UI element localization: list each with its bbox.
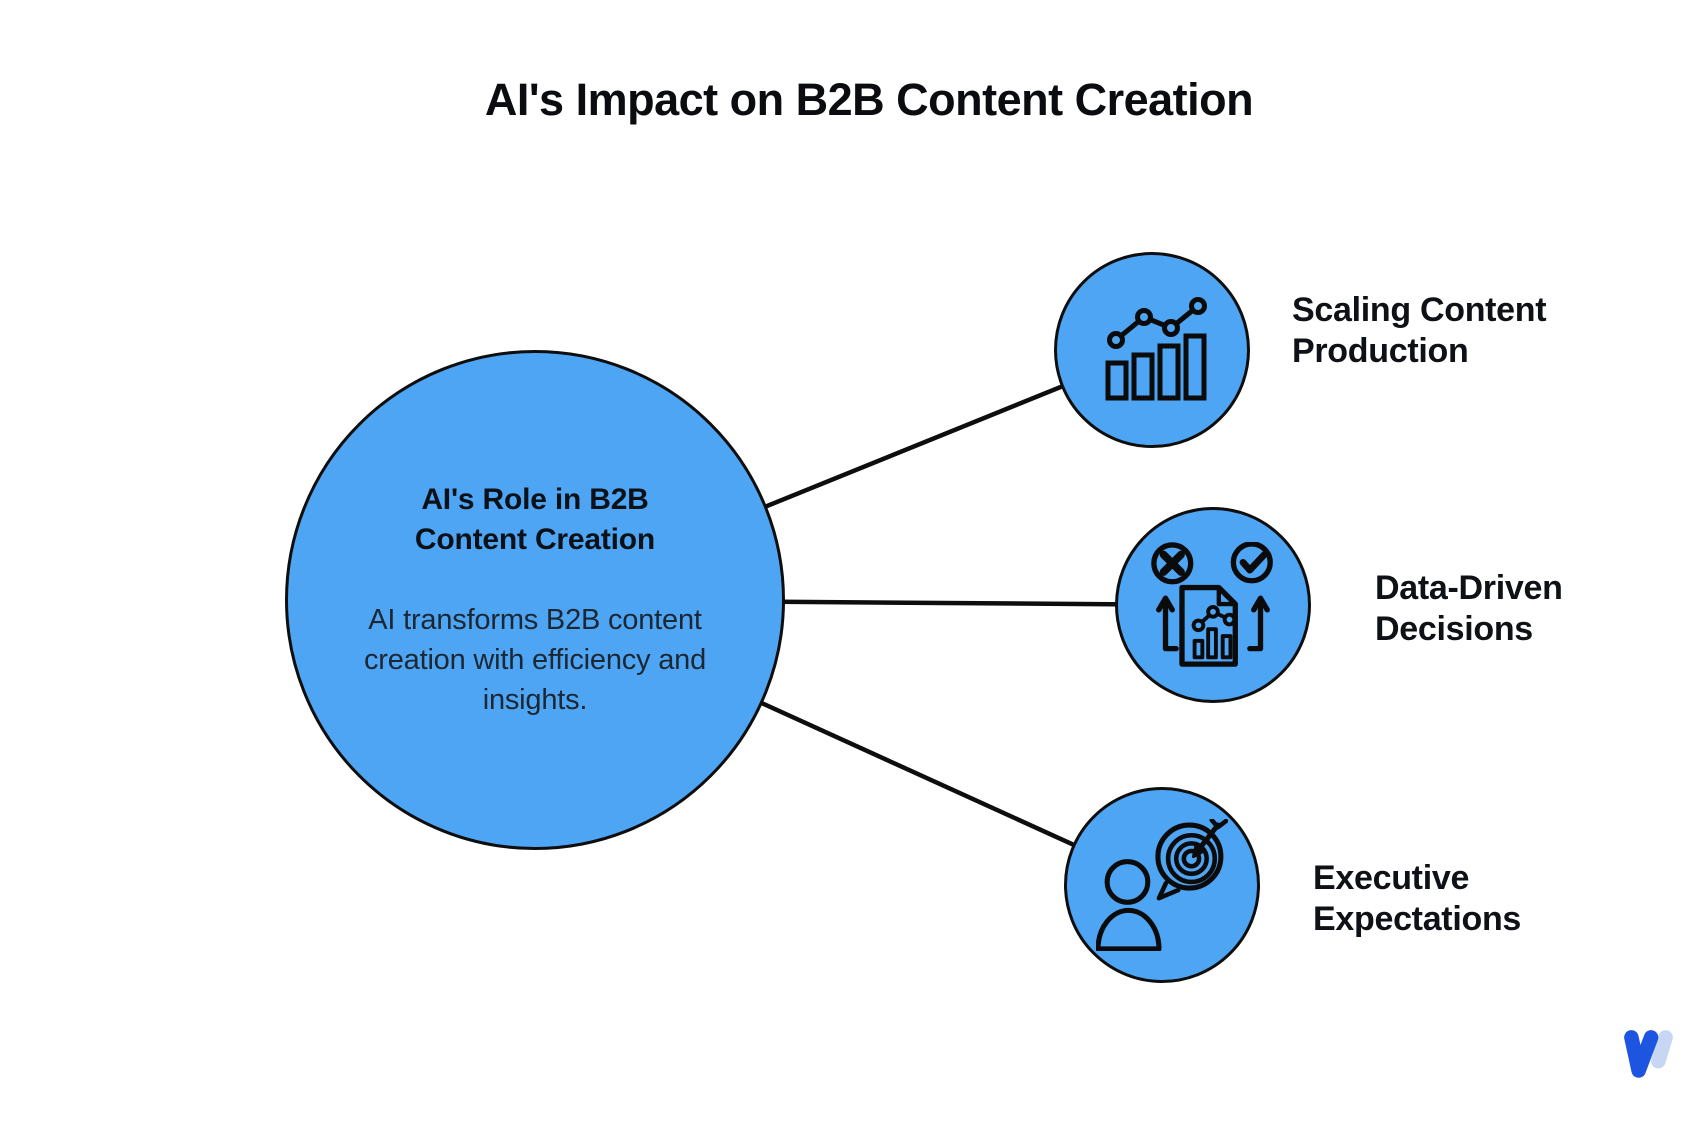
node-data-driven-decisions [1115, 507, 1311, 703]
label-data-driven-decisions: Data-Driven Decisions [1375, 569, 1563, 648]
node-scaling-content-production [1054, 252, 1250, 448]
central-node-description: AI transforms B2B content creation with … [363, 604, 707, 716]
person-target-speech-icon [1096, 819, 1228, 951]
central-node-heading: AI's Role in B2B Content Creation [414, 483, 656, 556]
document-analytics-check-icon [1151, 542, 1273, 667]
label-scaling-content-production: Scaling Content Production [1292, 291, 1547, 370]
bar-chart-trend-icon [1105, 297, 1207, 401]
node-executive-expectations [1064, 787, 1260, 983]
page-title: AI's Impact on B2B Content Creation [484, 74, 1254, 125]
w-logo-icon [1624, 1030, 1673, 1078]
central-node: AI's Role in B2B Content Creation AI tra… [285, 350, 785, 850]
label-executive-expectations: Executive Expectations [1313, 859, 1522, 938]
brand-logo [1614, 1026, 1684, 1089]
